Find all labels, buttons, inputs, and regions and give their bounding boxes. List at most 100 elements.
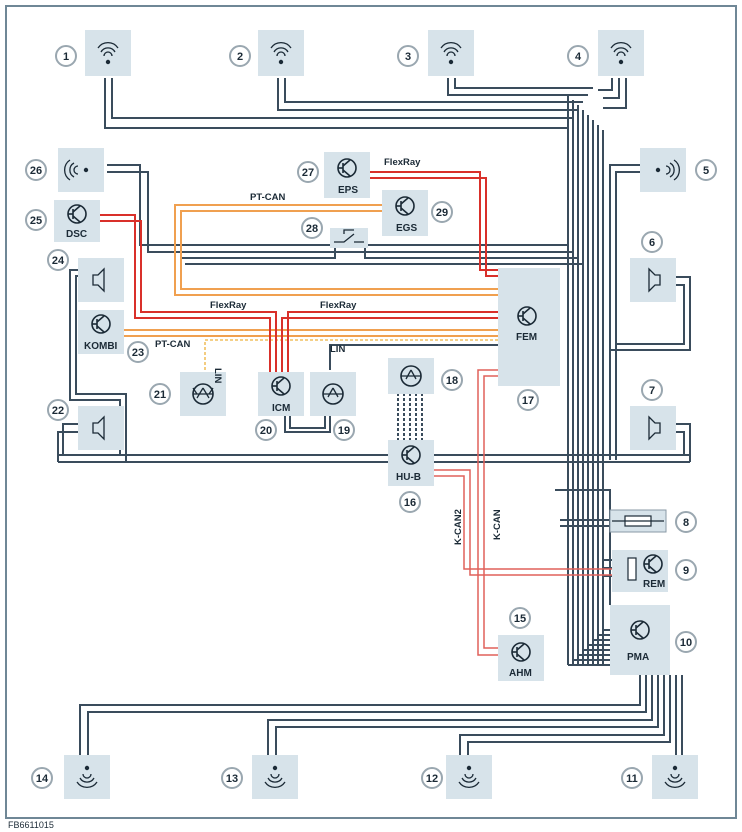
kombi-box: [78, 310, 124, 354]
dsc-label: DSC: [66, 229, 87, 240]
bus-label-ptcan-top: PT-CAN: [250, 192, 286, 203]
svg-text:7: 7: [649, 385, 655, 397]
hu-b-box: [388, 440, 434, 486]
svg-text:12: 12: [426, 773, 438, 785]
svg-text:9: 9: [683, 565, 689, 577]
callout-27: 27: [297, 161, 319, 183]
speaker-24-box: [78, 258, 124, 302]
rem-label: REM: [643, 579, 665, 590]
figure-code: FB6611015: [8, 820, 54, 830]
svg-text:14: 14: [36, 773, 49, 785]
speaker-22-box: [78, 406, 124, 450]
ahm-label: AHM: [509, 668, 532, 679]
fem-box: [498, 268, 560, 386]
pt-can-bus: [120, 204, 498, 337]
hu-b-label: HU-B: [396, 472, 421, 483]
woofer-13-box: [252, 755, 298, 799]
svg-text:21: 21: [154, 389, 166, 401]
svg-text:16: 16: [404, 497, 416, 509]
dsc-box: [54, 200, 100, 242]
callout-9: 9: [675, 559, 697, 581]
svg-text:4: 4: [575, 51, 582, 63]
callout-11: 11: [621, 767, 643, 789]
callout-28: 28: [301, 217, 323, 239]
icm-box: [258, 372, 304, 416]
svg-text:3: 3: [405, 51, 411, 63]
flexray-bus: [98, 171, 498, 372]
speaker-7-box: [630, 406, 676, 450]
svg-text:28: 28: [306, 223, 318, 235]
tweeter-2-box: [258, 30, 304, 76]
lin-bus: [204, 339, 498, 372]
callout-24: 24: [47, 249, 69, 271]
callout-5: 5: [695, 159, 717, 181]
svg-text:17: 17: [522, 395, 534, 407]
kombi-label: KOMBI: [84, 341, 118, 352]
speaker-6-box: [630, 258, 676, 302]
tweeter-5-box: [640, 148, 686, 192]
bus-label-flexray-right: FlexRay: [320, 300, 357, 311]
callout-4: 4: [567, 45, 589, 67]
svg-text:2: 2: [237, 51, 243, 63]
icm-label: ICM: [272, 403, 290, 414]
module-19-box: [310, 372, 356, 416]
svg-text:11: 11: [626, 773, 638, 785]
svg-text:20: 20: [260, 425, 272, 437]
ahm-box: [498, 635, 544, 681]
egs-box: [382, 190, 428, 236]
callout-21: 21: [149, 383, 171, 405]
callout-12: 12: [421, 767, 443, 789]
pma-label: PMA: [627, 652, 649, 663]
svg-text:5: 5: [703, 165, 709, 177]
bus-label-kcan2: K-CAN2: [453, 509, 464, 545]
wire-harness: [57, 78, 691, 755]
woofer-11-box: [652, 755, 698, 799]
svg-text:29: 29: [436, 207, 448, 219]
woofer-12-box: [446, 755, 492, 799]
tweeter-1-box: [85, 30, 131, 76]
callout-19: 19: [333, 419, 355, 441]
bus-label-flexray-top: FlexRay: [384, 157, 421, 168]
tweeter-3-box: [428, 30, 474, 76]
callout-29: 29: [431, 201, 453, 223]
svg-text:10: 10: [680, 637, 692, 649]
callout-13: 13: [221, 767, 243, 789]
fem-label: FEM: [516, 332, 537, 343]
module-18-box: [388, 358, 434, 394]
svg-text:27: 27: [302, 167, 314, 179]
callout-22: 22: [47, 399, 69, 421]
callout-15: 15: [509, 607, 531, 629]
callout-10: 10: [675, 631, 697, 653]
callout-2: 2: [229, 45, 251, 67]
svg-text:6: 6: [649, 237, 655, 249]
bus-label-lin-left: LIN: [212, 368, 223, 383]
svg-text:13: 13: [226, 773, 238, 785]
callout-1: 1: [55, 45, 77, 67]
svg-text:26: 26: [30, 165, 42, 177]
rem-box: [612, 550, 668, 592]
eps-box: [324, 152, 370, 198]
svg-text:24: 24: [52, 255, 65, 267]
svg-text:8: 8: [683, 517, 689, 529]
callout-14: 14: [31, 767, 53, 789]
callout-6: 6: [641, 231, 663, 253]
diagram-frame: [5, 5, 737, 819]
bus-label-kcan: K-CAN: [492, 509, 503, 540]
module-21-box: [180, 372, 226, 416]
egs-label: EGS: [396, 223, 417, 234]
svg-text:19: 19: [338, 425, 350, 437]
bus-label-ptcan-left: PT-CAN: [155, 339, 191, 350]
tweeter-26-box: [58, 148, 104, 192]
callout-26: 26: [25, 159, 47, 181]
bus-label-lin-right: LIN: [330, 344, 345, 355]
callout-25: 25: [25, 209, 47, 231]
callout-20: 20: [255, 419, 277, 441]
callout-17: 17: [517, 389, 539, 411]
svg-text:23: 23: [132, 347, 144, 359]
svg-text:22: 22: [52, 405, 64, 417]
callout-8: 8: [675, 511, 697, 533]
svg-text:18: 18: [446, 375, 458, 387]
callout-18: 18: [441, 369, 463, 391]
